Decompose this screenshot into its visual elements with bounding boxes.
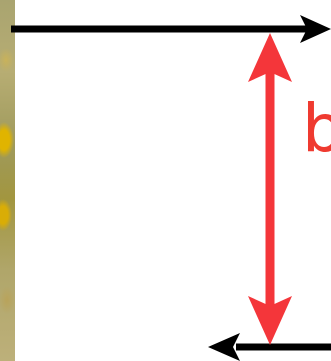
dimension-label: b xyxy=(302,96,331,162)
dimension-arrow xyxy=(248,33,292,345)
top-reference-arrow xyxy=(11,15,331,43)
